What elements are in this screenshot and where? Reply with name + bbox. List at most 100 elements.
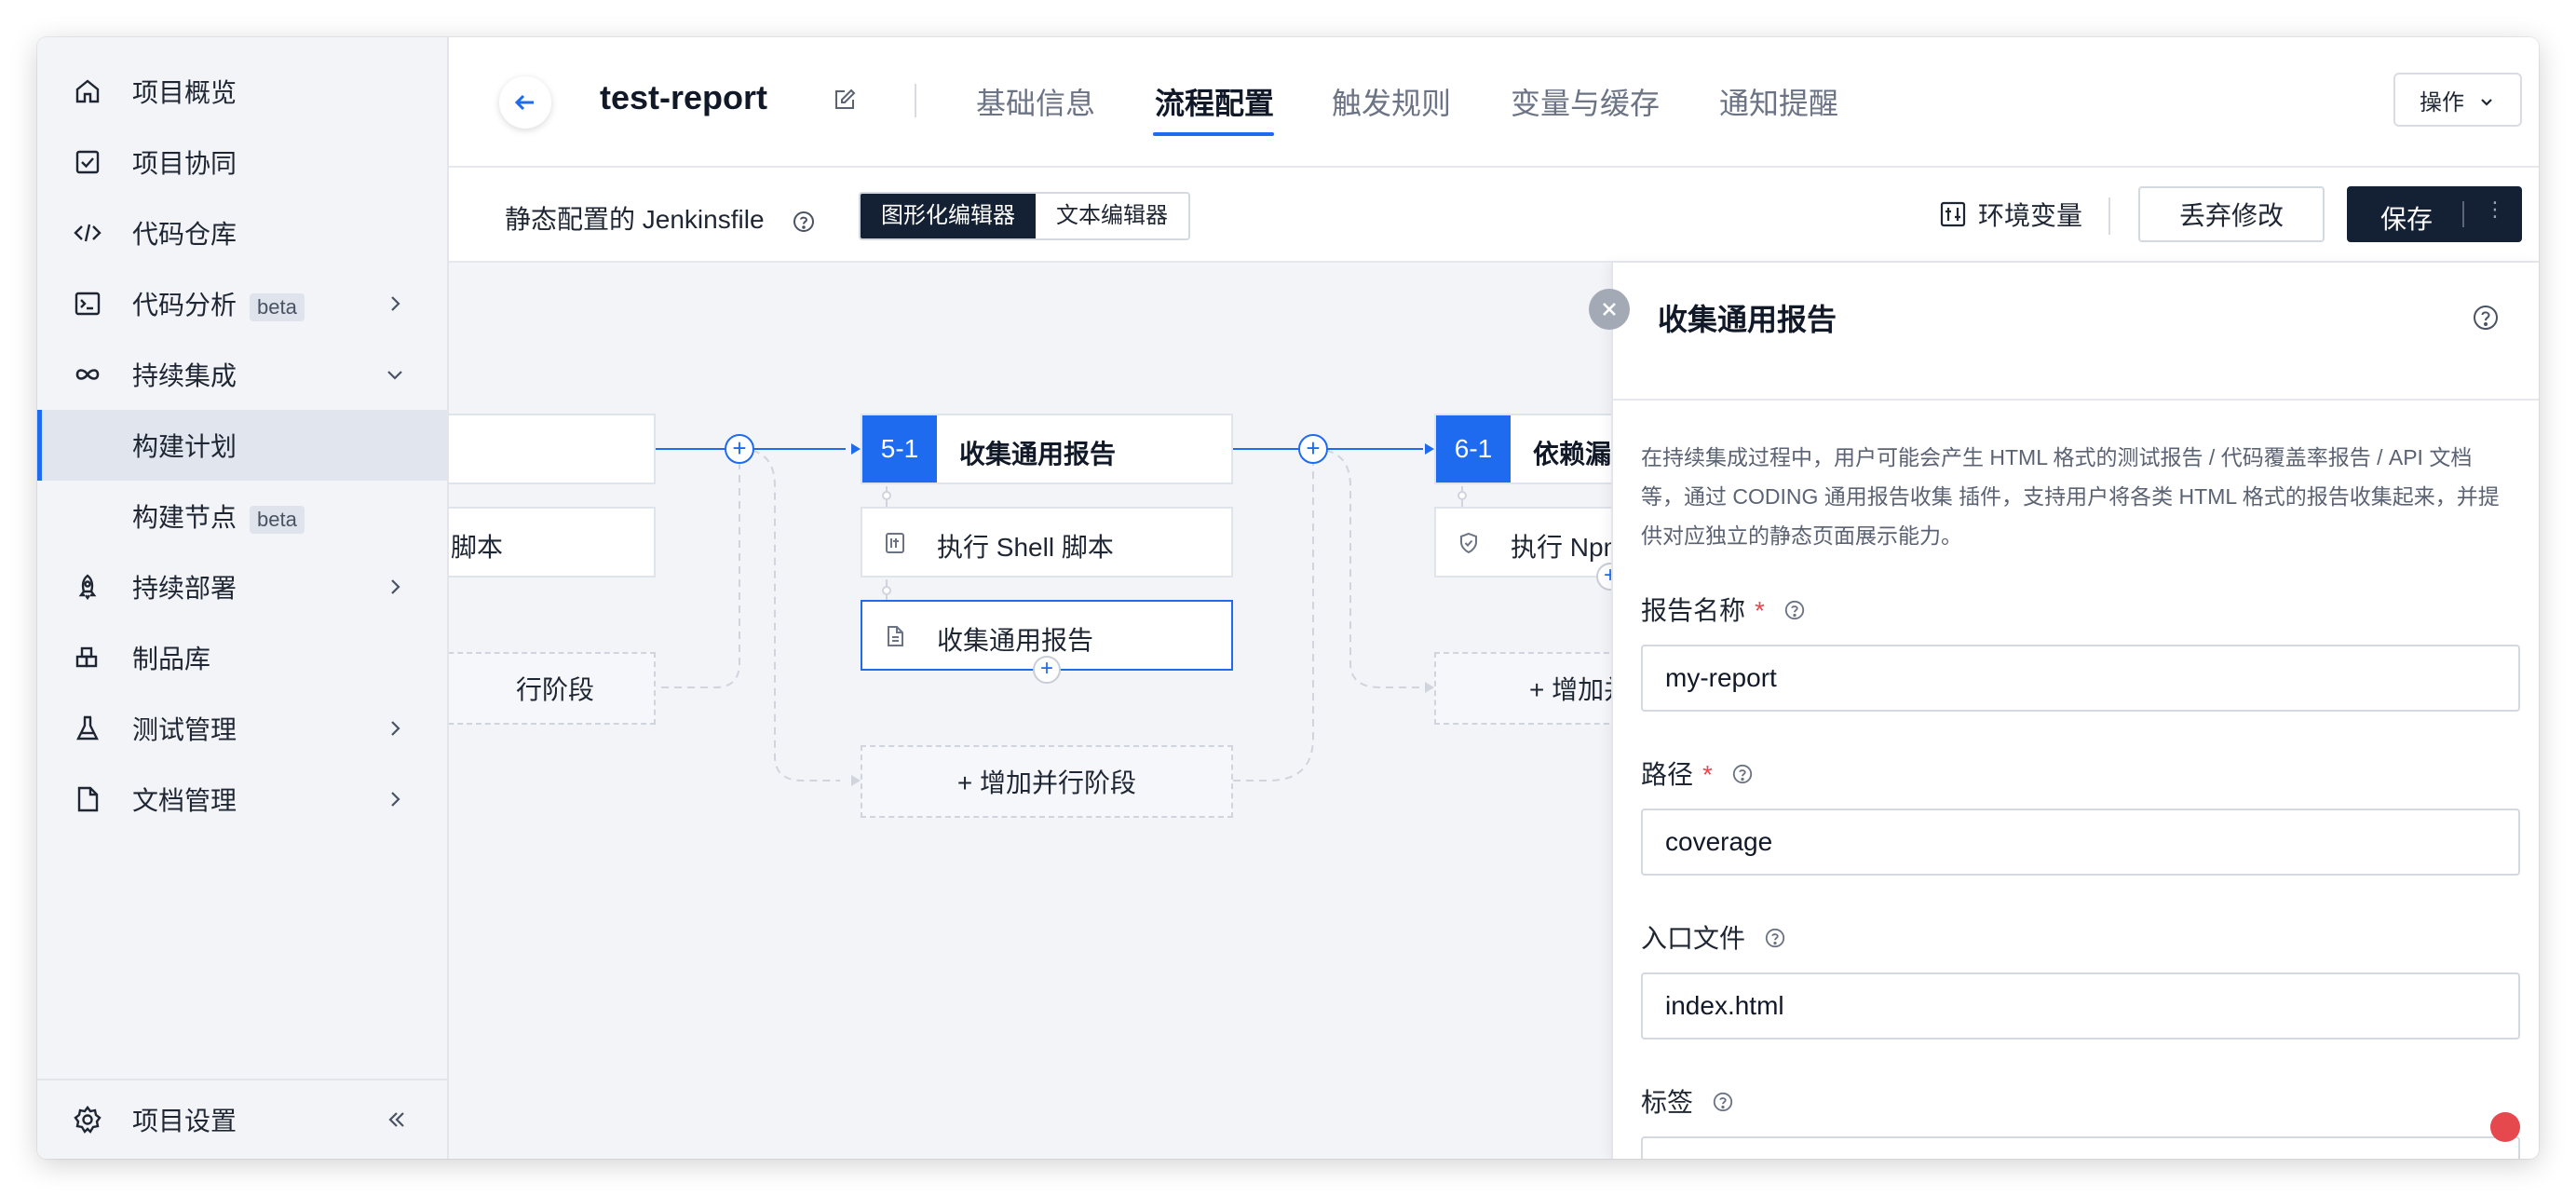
back-button[interactable] <box>499 76 551 129</box>
header-divider <box>915 84 916 117</box>
sidebar-item-label: 文档管理 <box>132 786 237 815</box>
required-mark: * <box>1755 596 1765 625</box>
terminal-icon <box>75 292 101 316</box>
tab-basic-info[interactable]: 基础信息 <box>976 87 1096 120</box>
entry-file-input[interactable] <box>1641 972 2520 1040</box>
beta-badge: beta <box>250 292 305 321</box>
sidebar-item-label: 构建计划 <box>132 432 237 461</box>
jenkinsfile-label: 静态配置的 Jenkinsfile <box>505 205 765 234</box>
editor-toolbar: 静态配置的 Jenkinsfile 图形化编辑器 文本编辑器 环境变量 丢弃修改… <box>449 168 2539 263</box>
text-editor-tab[interactable]: 文本编辑器 <box>1036 194 1188 238</box>
chevron-right-icon <box>391 296 400 311</box>
tab-variables-cache[interactable]: 变量与缓存 <box>1511 87 1661 120</box>
tags-input[interactable] <box>1641 1136 2520 1159</box>
add-stage-button[interactable]: + <box>725 434 754 464</box>
field-label-tags: 标签 <box>1641 1088 1694 1117</box>
add-parallel-stage-previous[interactable]: 行阶段 <box>449 652 656 725</box>
operate-label: 操作 <box>2420 89 2464 116</box>
env-variables-label: 环境变量 <box>1978 201 2083 230</box>
toolbar-divider <box>2108 197 2110 235</box>
page-title: test-report <box>600 78 768 116</box>
tab-notifications[interactable]: 通知提醒 <box>1719 87 1839 120</box>
save-button[interactable]: 保存 ⋮ <box>2347 186 2522 242</box>
help-icon[interactable] <box>1712 1091 1734 1113</box>
stage-title: 收集通用报告 <box>959 440 1117 469</box>
report-name-input[interactable] <box>1641 645 2520 712</box>
edit-icon[interactable] <box>833 88 857 112</box>
more-options-icon[interactable]: ⋮ <box>2485 197 2505 221</box>
step-label: 脚本 <box>451 533 504 562</box>
stage-card-previous[interactable] <box>449 414 656 484</box>
add-parallel-stage-button[interactable]: + 增加并行阶段 <box>861 745 1233 818</box>
sidebar-item-collab[interactable]: 项目协同 <box>37 127 447 197</box>
help-icon[interactable] <box>1764 927 1786 949</box>
sidebar-item-ci[interactable]: 持续集成 <box>37 339 447 410</box>
file-icon <box>888 626 903 646</box>
sidebar-item-label: 构建节点 <box>132 503 237 532</box>
sidebar-item-analysis[interactable]: 代码分析 beta <box>37 268 447 339</box>
help-icon[interactable] <box>792 210 816 234</box>
sidebar-item-testing[interactable]: 测试管理 <box>37 693 447 764</box>
flask-icon <box>76 715 99 741</box>
gear-icon <box>74 1106 102 1134</box>
stage-card-5-1[interactable]: 5-1 收集通用报告 <box>861 414 1233 484</box>
sidebar-item-label: 项目协同 <box>132 149 237 178</box>
field-label-entry-file: 入口文件 <box>1641 924 1746 953</box>
panel-description: 在持续集成过程中，用户可能会产生 HTML 格式的测试报告 / 代码覆盖率报告 … <box>1641 445 2500 548</box>
sidebar-item-label: 持续集成 <box>132 361 237 390</box>
pipeline-canvas[interactable]: 脚本 行阶段 + 5-1 收集通用报告 执行 Shell 脚本 收集通用报告 +… <box>449 263 1648 1159</box>
document-icon <box>77 786 99 812</box>
add-stage-button[interactable]: + <box>1298 434 1328 464</box>
sidebar-item-label: 代码仓库 <box>132 220 237 249</box>
arrow-left-icon <box>514 94 534 111</box>
sidebar-item-overview[interactable]: 项目概览 <box>37 56 447 127</box>
sidebar: 项目概览 项目协同 代码仓库 代码分析 beta 持续集成 构建计划 构建节点 be… <box>37 37 449 1159</box>
help-icon[interactable] <box>1731 763 1754 785</box>
close-icon <box>1603 303 1616 316</box>
stage-number: 5-1 <box>862 415 937 482</box>
tab-pipeline-config[interactable]: 流程配置 <box>1155 87 1275 120</box>
close-panel-button[interactable] <box>1589 289 1630 330</box>
sidebar-item-settings[interactable]: 项目设置 <box>37 1084 447 1155</box>
infinity-icon <box>75 369 100 380</box>
graphical-editor-tab[interactable]: 图形化编辑器 <box>861 194 1036 238</box>
sidebar-item-label: 项目设置 <box>132 1107 237 1135</box>
field-label-report-name: 报告名称 <box>1641 596 1746 625</box>
sidebar-item-label: 持续部署 <box>132 574 237 603</box>
chevron-right-icon <box>391 792 400 807</box>
sidebar-item-build-nodes[interactable]: 构建节点 beta <box>37 481 447 551</box>
rocket-icon <box>78 574 97 601</box>
help-icon[interactable] <box>2472 304 2500 332</box>
checkbox-icon <box>75 150 100 174</box>
add-step-button[interactable]: + <box>1033 656 1061 684</box>
env-variables-button[interactable]: 环境变量 <box>1939 196 2082 233</box>
app-window: 项目概览 项目协同 代码仓库 代码分析 beta 持续集成 构建计划 构建节点 be… <box>37 37 2539 1159</box>
tab-trigger-rules[interactable]: 触发规则 <box>1332 87 1452 120</box>
active-tab-indicator <box>1153 132 1274 136</box>
path-input[interactable] <box>1641 809 2520 876</box>
help-icon[interactable] <box>1783 599 1806 621</box>
panel-title: 收集通用报告 <box>1658 303 1837 336</box>
chevron-down-icon <box>2481 99 2492 106</box>
step-card-previous[interactable]: 脚本 <box>449 507 656 578</box>
sidebar-item-artifacts[interactable]: 制品库 <box>37 622 447 693</box>
beta-badge: beta <box>250 505 305 534</box>
sliders-icon <box>1940 201 1966 227</box>
operate-dropdown[interactable]: 操作 <box>2393 73 2522 127</box>
sidebar-item-build-plan[interactable]: 构建计划 <box>37 410 447 481</box>
sidebar-item-repo[interactable]: 代码仓库 <box>37 197 447 268</box>
discard-changes-button[interactable]: 丢弃修改 <box>2138 186 2325 242</box>
sidebar-item-cd[interactable]: 持续部署 <box>37 551 447 622</box>
sidebar-item-docs[interactable]: 文档管理 <box>37 764 447 835</box>
sidebar-item-label: 代码分析 <box>132 291 237 319</box>
panel-divider <box>1613 399 2539 401</box>
chevron-down-icon <box>387 371 402 380</box>
collapse-sidebar-icon[interactable] <box>386 1108 408 1131</box>
stage-number: 6-1 <box>1436 415 1511 482</box>
chevron-right-icon <box>391 579 400 594</box>
sidebar-item-label: 项目概览 <box>132 78 237 107</box>
step-label: 收集通用报告 <box>937 626 1094 655</box>
step-card-shell[interactable]: 执行 Shell 脚本 <box>861 507 1233 578</box>
script-icon <box>886 533 904 553</box>
save-divider <box>2462 201 2464 227</box>
